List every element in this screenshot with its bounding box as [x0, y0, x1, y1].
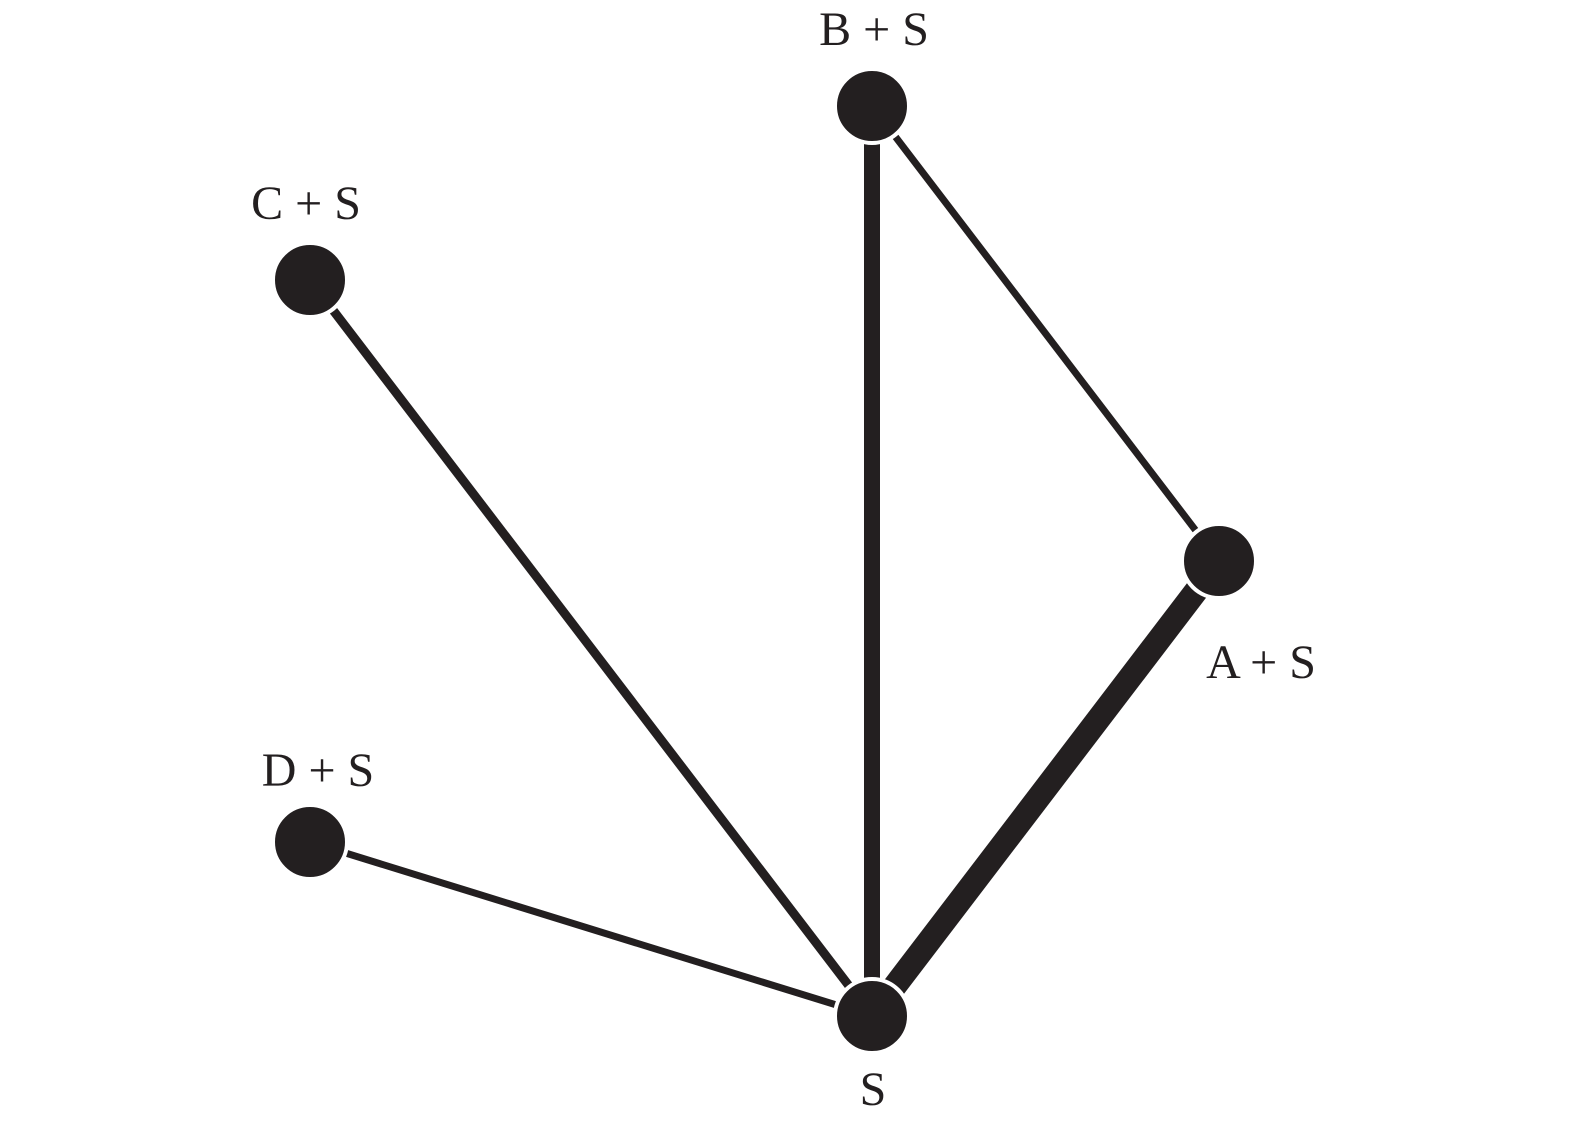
label-a-plus-s: A + S: [1206, 636, 1316, 689]
nodes: [271, 67, 1258, 1055]
labels: B + S C + S A + S D + S S: [251, 3, 1316, 1116]
label-d-plus-s: D + S: [262, 744, 374, 797]
node-s: [833, 977, 911, 1055]
node-a-plus-s: [1180, 522, 1258, 600]
node-b-plus-s: [833, 67, 911, 145]
edge-s-d: [308, 838, 874, 1020]
edge-s-a: [862, 553, 1229, 1024]
edge-s-c: [306, 277, 876, 1019]
label-b-plus-s: B + S: [819, 3, 929, 56]
label-s: S: [860, 1063, 887, 1116]
edge-b-a: [869, 103, 1222, 564]
node-c-plus-s: [271, 241, 349, 319]
node-d-plus-s: [271, 803, 349, 881]
edges: [306, 103, 1229, 1024]
label-c-plus-s: C + S: [251, 177, 361, 230]
